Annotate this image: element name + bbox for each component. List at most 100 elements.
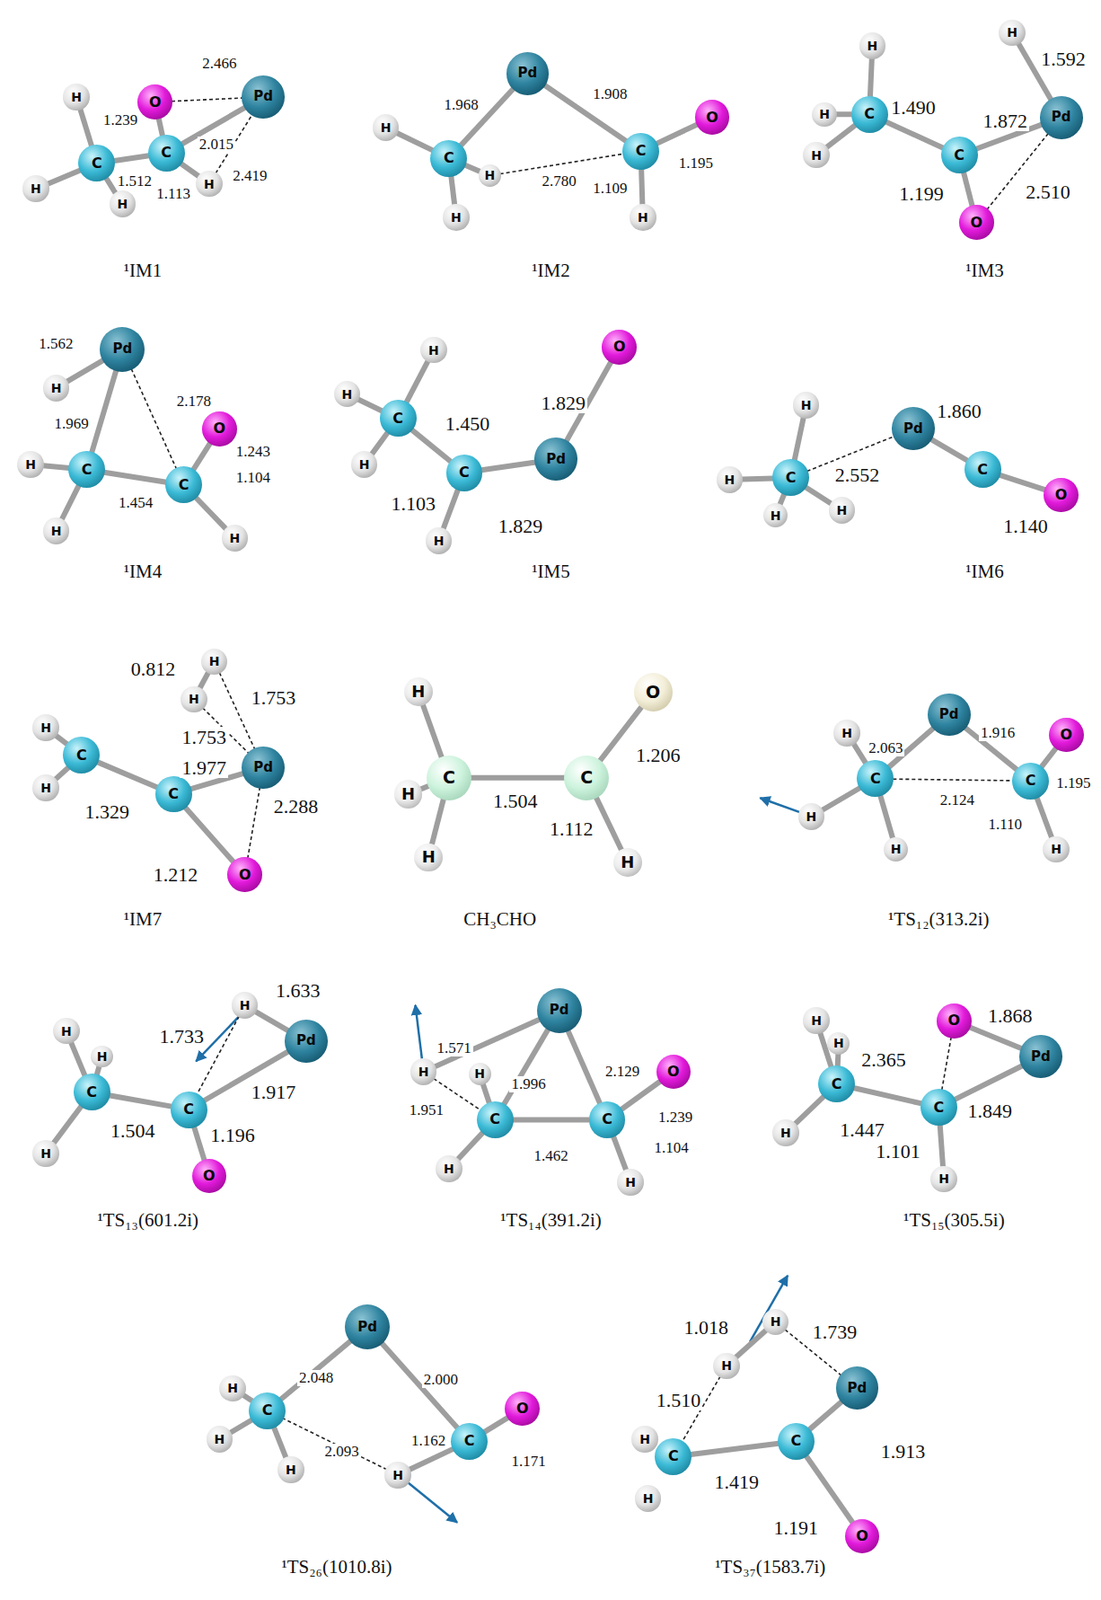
atom-ball: H <box>828 496 856 524</box>
bond-length: 1.195 <box>1054 775 1093 792</box>
structure-caption: CH₃CHO <box>461 908 538 929</box>
bond-line <box>52 1105 81 1144</box>
bond-line <box>193 442 212 471</box>
atom-symbol: C <box>442 768 456 786</box>
atom-ball: H <box>334 380 362 408</box>
bond-line <box>199 671 209 688</box>
atom-ball: H <box>221 524 249 552</box>
bond-line <box>409 1448 454 1470</box>
bond-line <box>641 168 643 206</box>
structure-caption: ¹IM7 <box>122 908 164 929</box>
bond-length: 2.015 <box>197 136 236 153</box>
bond-length: 1.329 <box>83 801 133 822</box>
atom-symbol: O <box>855 1528 869 1543</box>
atom-symbol: C <box>601 1111 613 1127</box>
structure-caption: ¹IM6 <box>963 561 1005 582</box>
bond-line <box>931 439 969 461</box>
atom-ball: C <box>73 1073 111 1110</box>
atom-symbol: C <box>458 465 470 480</box>
bond-line <box>1041 748 1057 767</box>
atom-ball: H <box>883 836 908 862</box>
atom-symbol: C <box>183 1101 194 1117</box>
atom-symbol: H <box>30 182 42 195</box>
bond-length: 1.968 <box>441 96 480 114</box>
atom-ball: C <box>78 144 115 182</box>
atom-symbol: Pd <box>296 1033 317 1048</box>
atom-ball: C <box>818 1065 855 1102</box>
bond-line <box>46 169 81 185</box>
atom-symbol: Pd <box>253 760 274 775</box>
atom-ball: O <box>695 99 731 135</box>
bond-length: 2.288 <box>272 795 321 817</box>
bond-length: 1.239 <box>656 1109 695 1126</box>
bond-length: 1.860 <box>934 400 984 422</box>
atom-ball: C <box>379 399 417 437</box>
weak-contact <box>942 1036 952 1090</box>
bond-length: 1.504 <box>491 790 540 811</box>
atom-symbol: H <box>770 1314 782 1328</box>
bond-line <box>621 1081 661 1110</box>
atom-ball: C <box>68 450 106 488</box>
atom-ball: Pd <box>891 406 935 450</box>
weak-contact <box>500 153 625 174</box>
atom-symbol: Pd <box>357 1320 378 1334</box>
bond-line <box>273 1426 287 1458</box>
atom-ball: H <box>827 1031 850 1055</box>
atom-symbol: H <box>116 197 128 211</box>
atom-ball: Pd <box>241 746 285 790</box>
structure-caption: ¹IM3 <box>963 260 1005 281</box>
weak-contact <box>892 778 1013 781</box>
bond-length: 1.462 <box>531 1147 570 1164</box>
bond-length: 2.048 <box>297 1369 335 1386</box>
atom-ball: C <box>426 755 472 801</box>
bond-line <box>805 1454 853 1523</box>
bond-length: 1.490 <box>889 96 938 118</box>
atom-symbol: H <box>96 1049 108 1063</box>
atom-symbol: C <box>668 1448 679 1463</box>
atom-ball: H <box>351 450 379 478</box>
atom-ball: C <box>622 132 660 170</box>
bond-length: 1.916 <box>978 724 1017 741</box>
bond-length: 1.113 <box>154 185 193 203</box>
bond-line <box>457 1132 483 1160</box>
bond-length: 1.419 <box>713 1470 762 1492</box>
bond-line <box>158 117 163 136</box>
bond-length: 1.454 <box>116 494 155 511</box>
atom-symbol: O <box>613 339 626 354</box>
atom-symbol: C <box>160 145 172 160</box>
bond-line <box>656 123 697 143</box>
atom-ball: H <box>634 1484 662 1512</box>
structure-caption: ¹IM1 <box>122 260 164 281</box>
atom-ball: H <box>833 719 861 747</box>
atom-symbol: O <box>970 215 984 230</box>
bond-line <box>954 1065 1023 1100</box>
bond-line <box>431 798 444 845</box>
structure-caption: ¹TS₁₄(391.2i) <box>498 1209 604 1230</box>
bond-length: 1.917 <box>249 1081 299 1102</box>
atom-symbol: H <box>801 398 812 412</box>
bond-length: 1.510 <box>654 1389 704 1410</box>
bond-length: 1.592 <box>1039 48 1088 70</box>
bond-line <box>826 124 856 148</box>
bond-line <box>434 1019 540 1067</box>
atom-ball: O <box>936 1003 972 1039</box>
atom-ball: H <box>763 502 788 528</box>
atom-ball: H <box>22 175 50 203</box>
atom-ball: H <box>930 1165 958 1193</box>
bond-line <box>396 132 434 151</box>
bond-line <box>54 766 69 780</box>
bond-length: 1.196 <box>208 1124 257 1146</box>
atom-symbol: C <box>443 150 455 166</box>
atom-symbol: C <box>392 411 404 426</box>
atom-symbol: H <box>484 168 496 182</box>
bond-length: 1.829 <box>538 392 588 414</box>
structure-caption: ¹IM4 <box>122 561 164 582</box>
atom-ball: C <box>62 736 100 774</box>
atom-symbol: C <box>977 462 988 477</box>
bond-length: 1.101 <box>873 1140 923 1162</box>
atom-ball: H <box>631 1425 659 1453</box>
atom-symbol: C <box>86 1084 97 1100</box>
atom-symbol: C <box>262 1402 274 1418</box>
bond-length: 1.018 <box>682 1316 732 1338</box>
bond-line <box>229 1418 253 1433</box>
